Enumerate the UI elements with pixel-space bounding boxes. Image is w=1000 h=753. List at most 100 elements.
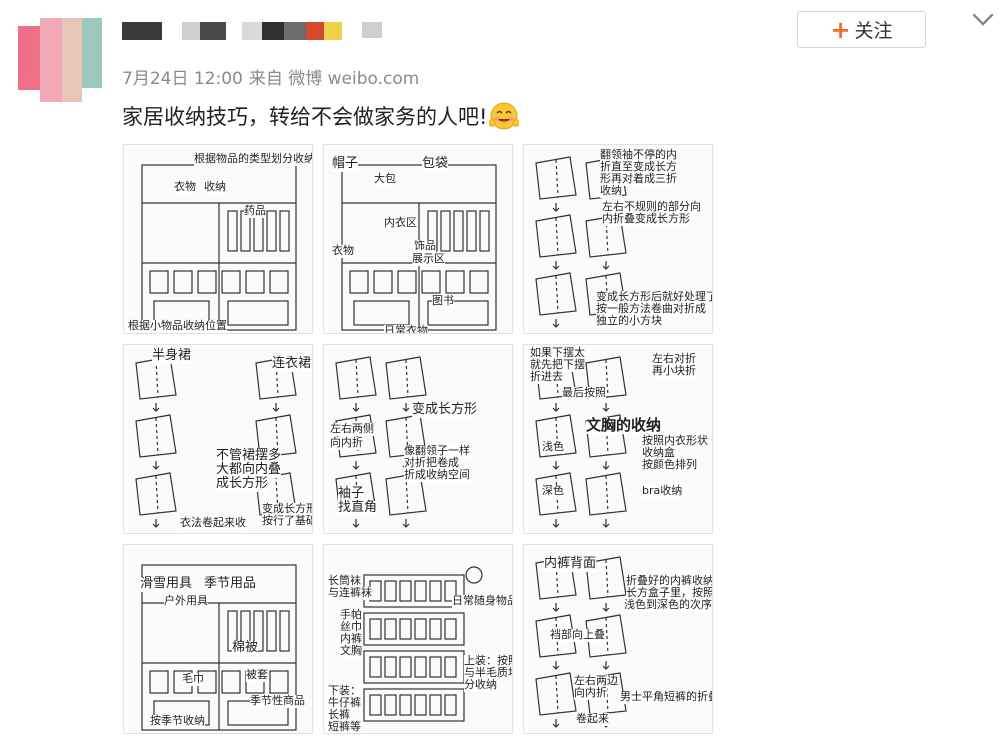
post-image-9[interactable]: 内裤背面折叠好的内裤收纳在长方盒子里，按照浅色到深色的次序排列为佳裆部向上叠左右… xyxy=(523,544,713,734)
sketch-line xyxy=(227,210,238,252)
illustration-label: 图书 xyxy=(432,294,454,308)
post-image-2[interactable]: 帽子包袋大包衣物内衣区饰品展示区图书日常衣物 xyxy=(323,144,513,334)
illustration-label: 长裤 xyxy=(328,708,350,722)
sketch-line xyxy=(585,614,627,658)
sketch-line xyxy=(399,580,412,602)
illustration-label: 大包 xyxy=(374,172,396,186)
sketch-line xyxy=(245,270,265,294)
sketch-line xyxy=(275,417,279,456)
username-blurred[interactable] xyxy=(122,22,382,40)
illustration-label: 男士平角短裤的折叠 xyxy=(620,690,712,704)
follow-button[interactable]: + 关注 xyxy=(797,11,926,48)
sketch-line xyxy=(414,580,427,602)
illustration-label: 裆部向上叠 xyxy=(550,628,605,642)
post-image-7[interactable]: 滑雪用具季节用品户外用具棉被被套毛巾季节性商品按季节收纳 xyxy=(123,544,313,734)
avatar-mosaic-block xyxy=(40,18,62,102)
sketch-line xyxy=(173,270,193,294)
sketch-line xyxy=(269,670,289,694)
illustration-label: 变成长方形 xyxy=(262,502,312,516)
sketch-line xyxy=(535,214,577,258)
sketch-line xyxy=(352,403,360,412)
illustration-label: 内衣区 xyxy=(384,216,417,230)
sketch-line xyxy=(555,217,559,256)
sketch-line xyxy=(427,300,489,326)
illustration-label: 折进去 xyxy=(530,370,563,384)
avatar-mosaic-block xyxy=(82,18,102,88)
sketch-line xyxy=(221,670,241,694)
post-image-5[interactable]: 变成长方形左右两侧向内折像翻领子一样对折把卷成折成收纳空间袖子找直角 xyxy=(323,344,513,534)
username-blur-block xyxy=(306,22,324,40)
sketch-line xyxy=(552,719,560,728)
post-image-4[interactable]: 半身裙连衣裙不管裙摆多大都向内叠成长方形变成长方形按行了基础折衣法卷起来收 xyxy=(123,344,313,534)
sketch-line xyxy=(352,519,360,528)
sketch-line xyxy=(279,210,290,252)
sketch-line xyxy=(253,610,264,652)
illustration-label: 形再对着成三折 xyxy=(600,172,677,186)
illustration-label: 折成收纳空间 xyxy=(404,468,470,482)
illustration-label: 短裤等 xyxy=(328,720,361,733)
sketch-line xyxy=(453,210,464,252)
sketch-line xyxy=(555,675,559,714)
illustration-label: 翻领袖不停的内 xyxy=(600,148,677,162)
sketch-line xyxy=(399,694,412,716)
illustration-label: 手帕 xyxy=(340,608,362,622)
illustration-label: 上装：按照质 xyxy=(464,654,512,668)
sketch-line xyxy=(353,300,410,326)
sketch-line xyxy=(399,656,412,678)
illustration-label: 丝巾 xyxy=(340,620,362,634)
post-image-6[interactable]: 如果下摆太就先把下摆折进去左右对折再小块折最后按照文胸的收纳浅色深色按照内衣形状… xyxy=(523,344,713,534)
chevron-down-icon[interactable] xyxy=(971,10,995,30)
sketch-line xyxy=(440,210,451,252)
illustration-label: 毛巾 xyxy=(182,672,204,686)
post-image-8[interactable]: 长筒袜与连裤袜日常随身物品手帕丝巾内裤文胸上装：按照质与半毛质地区分收纳下装：牛… xyxy=(323,544,513,734)
illustration-label: 收纳盒 xyxy=(642,446,675,460)
illustration-label: 半身裙 xyxy=(152,348,192,364)
illustration-label: 内裤背面 xyxy=(544,556,597,572)
sketch-line xyxy=(155,359,159,398)
sketch-line xyxy=(585,472,627,516)
post-image-3[interactable]: 翻领袖不停的内折直至变成长方形再对着成三折收纳左右不规则的部分向内折叠变成长方形… xyxy=(523,144,713,334)
post-image-1[interactable]: 根据物品的类型划分收纳区衣物收纳药品根据小物品收纳位置 xyxy=(123,144,313,334)
avatar[interactable] xyxy=(18,18,102,102)
smile-blush-emoji-icon xyxy=(489,101,520,131)
sketch-line xyxy=(552,203,560,212)
sketch-line xyxy=(605,559,609,598)
post-text-content: 家居收纳技巧，转给不会做家务的人吧! xyxy=(122,105,488,129)
illustration-label: 按颜色排列 xyxy=(642,458,697,472)
sketch-line xyxy=(405,359,409,398)
illustration-label: 袖子 xyxy=(338,486,365,502)
illustration-label: 左右两侧 xyxy=(330,422,374,436)
sketch-line xyxy=(363,688,465,722)
post-date[interactable]: 7月24日 12:00 xyxy=(122,69,243,89)
organizing-illustration xyxy=(141,164,297,331)
username-blur-block xyxy=(182,22,200,40)
post-text: 家居收纳技巧，转给不会做家务的人吧! xyxy=(122,101,520,131)
sketch-line xyxy=(429,618,442,640)
sketch-line xyxy=(444,580,457,602)
illustration-label: 独立的小方块 xyxy=(596,314,662,328)
avatar-mosaic-block xyxy=(18,26,40,90)
illustration-label: 内折叠变成长方形 xyxy=(602,212,690,226)
sketch-line xyxy=(552,461,560,470)
illustration-label: 展示区 xyxy=(412,252,445,266)
sketch-line xyxy=(602,403,610,412)
sketch-line xyxy=(352,461,360,470)
illustration-label: 下装： xyxy=(328,684,361,698)
illustration-label: 收纳 xyxy=(600,184,622,198)
illustration-label: 折直至变成长方 xyxy=(600,160,677,174)
illustration-label: 找直角 xyxy=(338,500,378,516)
sketch-line xyxy=(149,270,169,294)
sketch-line xyxy=(221,270,241,294)
sketch-line xyxy=(369,656,382,678)
illustration-label: 左右两边 xyxy=(574,674,618,688)
post-source: 来自 微博 weibo.com xyxy=(248,69,420,89)
sketch-line xyxy=(149,670,169,694)
sketch-line xyxy=(602,461,610,470)
sketch-line xyxy=(255,414,297,458)
illustration-label: 衣物 xyxy=(174,180,196,194)
illustration-label: bra收纳 xyxy=(642,484,683,498)
sketch-line xyxy=(414,656,427,678)
sketch-line xyxy=(469,270,489,294)
sketch-line xyxy=(155,475,159,514)
illustration-label: 浅色 xyxy=(542,440,564,454)
